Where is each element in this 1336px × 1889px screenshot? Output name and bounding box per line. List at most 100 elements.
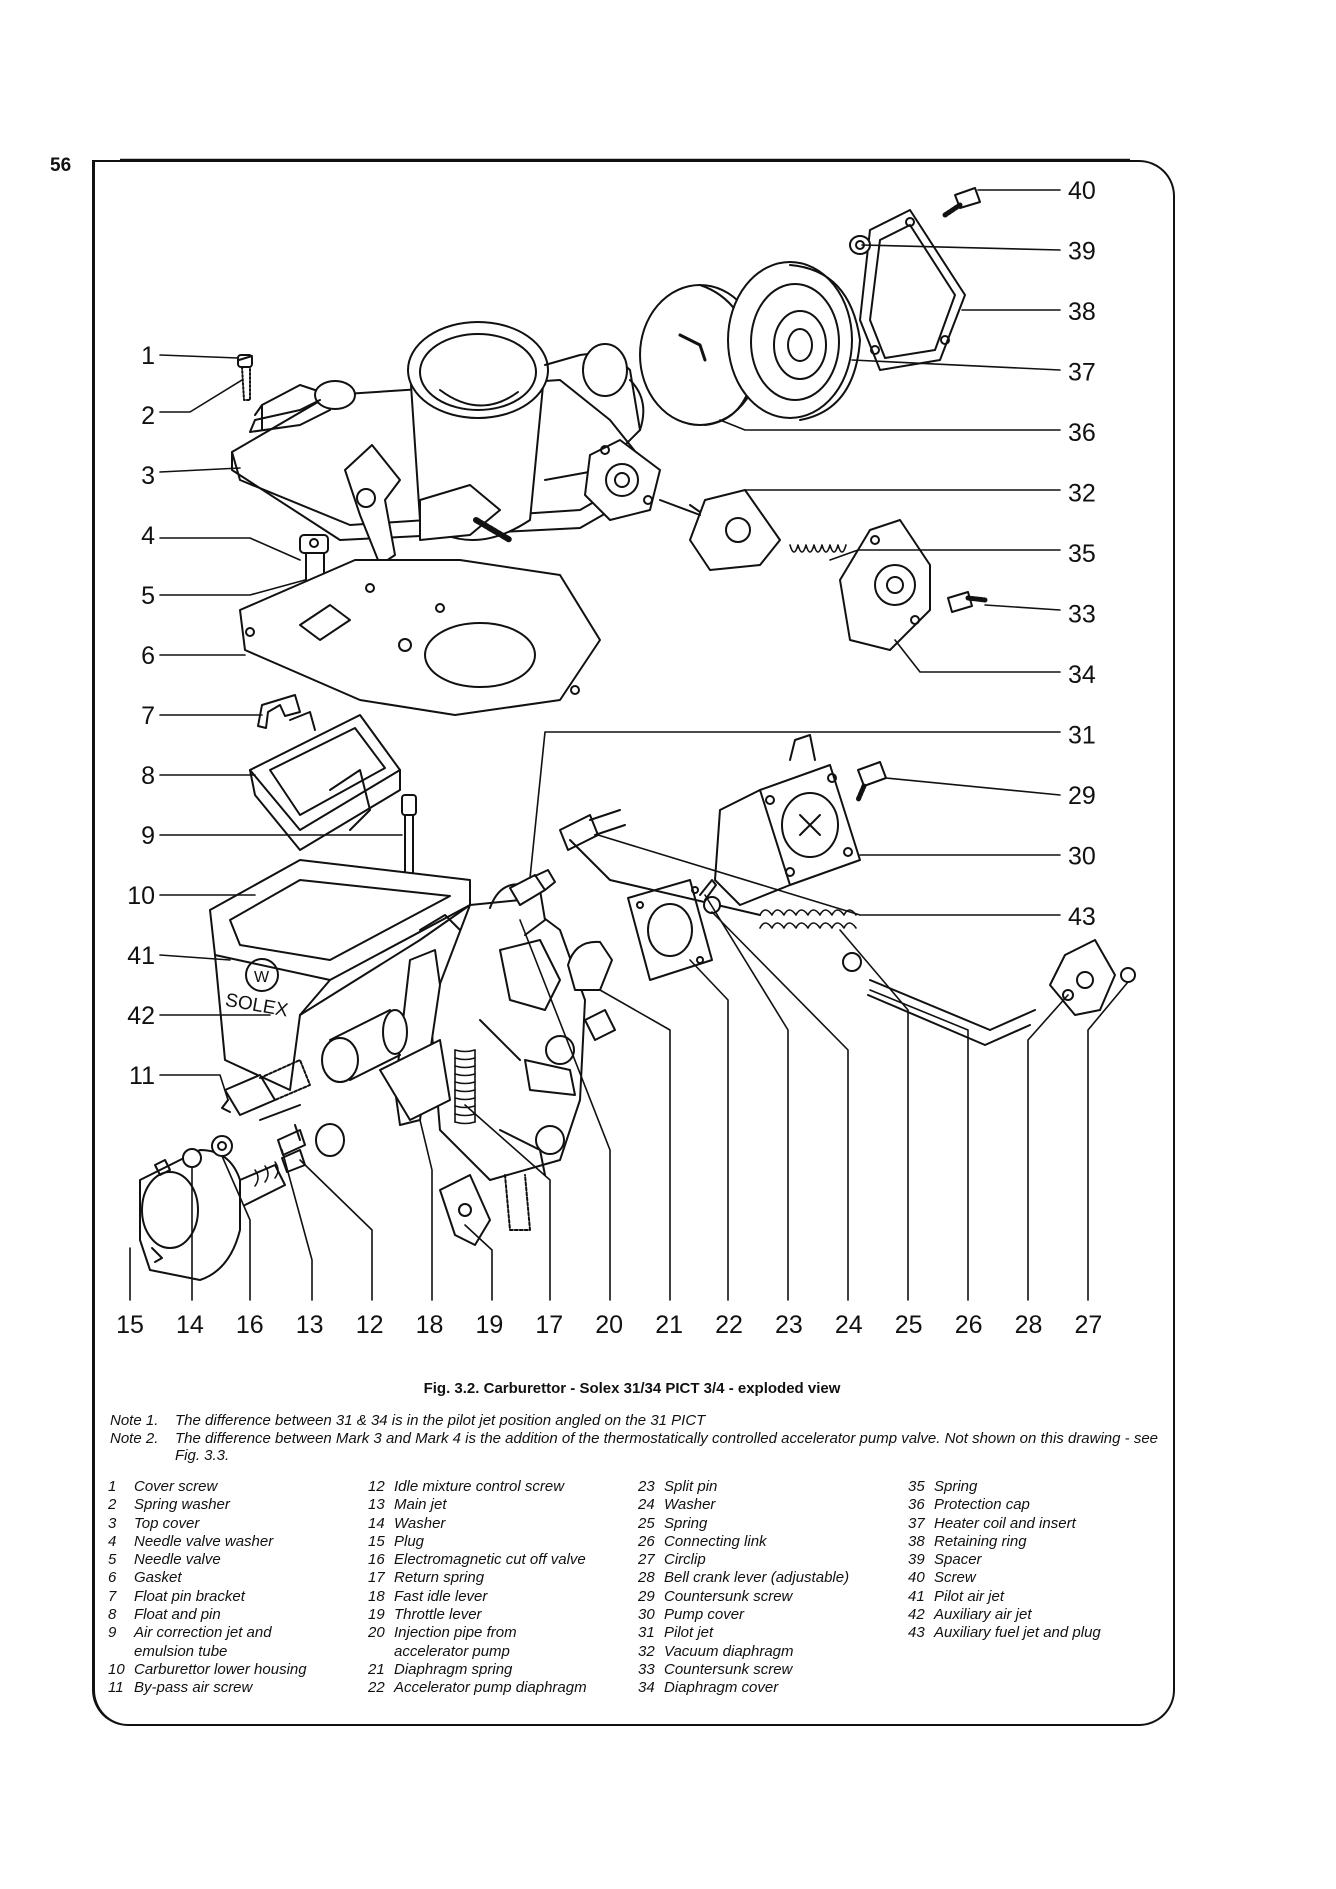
callout-label: 3 [141,462,155,490]
legend-text: Electromagnetic cut off valve [394,1551,586,1569]
callout-label: 43 [1068,903,1096,931]
legend-number: 18 [368,1587,385,1605]
legend-text: Pump cover [664,1606,745,1624]
float-pin-bracket [257,694,301,729]
legend-number: 34 [638,1679,655,1697]
note-1: Note 1. The difference between 31 & 34 i… [110,1412,1160,1430]
callout-label: 4 [141,522,155,550]
legend-text: Spring washer [134,1496,230,1514]
note-tag: Note 2. [110,1429,159,1447]
legend-text: Return spring [394,1569,485,1587]
legend-item: 41 Pilot air jet [908,1588,1101,1606]
spring-25 [759,909,857,929]
legend-number: 42 [908,1606,925,1624]
legend-text: Countersunk screw [664,1587,793,1605]
accelerator-pump-diaphragm [627,879,713,981]
legend-number: 31 [638,1624,655,1642]
callout-label: 2 [141,402,155,430]
legend-number: 13 [368,1496,385,1514]
legend-number: 22 [368,1679,385,1697]
callout-label: 5 [141,582,155,610]
callout-label: 17 [535,1311,563,1339]
callout-label: 1 [141,342,155,370]
choke-housing [584,439,661,521]
callout-label: 19 [475,1311,503,1339]
diaphragm-spring-21 [567,940,616,1041]
legend-text: Screw [934,1569,976,1587]
callout-label: 8 [141,762,155,790]
callout-label: 6 [141,642,155,670]
note-text: The difference between Mark 3 and Mark 4… [175,1429,1159,1465]
legend-number: 26 [638,1532,655,1550]
legend-text: Needle valve [134,1551,221,1569]
legend-item: 42 Auxiliary air jet [908,1606,1101,1624]
callout-label: 39 [1068,238,1096,266]
legend-text: Air correction jet and [134,1624,272,1642]
legend-item: 21 Diaphragm spring [368,1661,587,1679]
note-2: Note 2. The difference between Mark 3 an… [110,1430,1160,1465]
callout-label: 22 [715,1311,743,1339]
legend-text: Pilot jet [664,1624,714,1642]
split-pin [699,879,717,901]
callout-label: 30 [1068,843,1096,871]
legend-text: accelerator pump [394,1642,510,1660]
fast-idle-lever [379,949,451,1126]
legend-text: Protection cap [934,1496,1030,1514]
callout-label: 24 [835,1311,863,1339]
legend-text: Plug [394,1532,425,1550]
leader-lines [129,189,1129,1301]
callout-label: 12 [356,1311,384,1339]
callout-label: 21 [655,1311,683,1339]
legend-number: 5 [108,1551,117,1569]
heater-coil [727,261,861,421]
throttle-lever [439,1174,491,1246]
spring-35 [789,544,847,553]
legend-number: 21 [368,1660,385,1678]
legend-number: 11 [108,1679,124,1697]
legend-text: Idle mixture control screw [394,1478,565,1495]
main-jets [259,1009,408,1157]
legend-number: 7 [108,1587,117,1605]
legend-number: 41 [908,1587,925,1605]
legend-text: Throttle lever [394,1606,482,1624]
callout-label: 37 [1068,359,1096,387]
legend-number: 32 [638,1642,655,1660]
callout-label: 31 [1068,722,1096,750]
legend-text: Auxiliary fuel jet and plug [934,1624,1101,1642]
legend-text: Pilot air jet [934,1587,1005,1605]
callout-label: 34 [1068,661,1096,689]
legend-text: Washer [664,1496,716,1514]
legend-text: Diaphragm spring [394,1660,513,1678]
legend-number: 40 [908,1569,925,1587]
screw-40 [942,187,981,218]
legend-number: 36 [908,1496,925,1514]
pilot-jet [509,869,556,906]
washer-14 [182,1148,202,1168]
callout-label: 18 [416,1311,444,1339]
callout-label: 16 [236,1311,264,1339]
legend-text: emulsion tube [134,1642,228,1660]
legend-number [368,1643,394,1661]
legend-text: Auxiliary air jet [934,1606,1032,1624]
legend-text: Washer [394,1514,446,1532]
legend-number: 39 [908,1551,925,1569]
